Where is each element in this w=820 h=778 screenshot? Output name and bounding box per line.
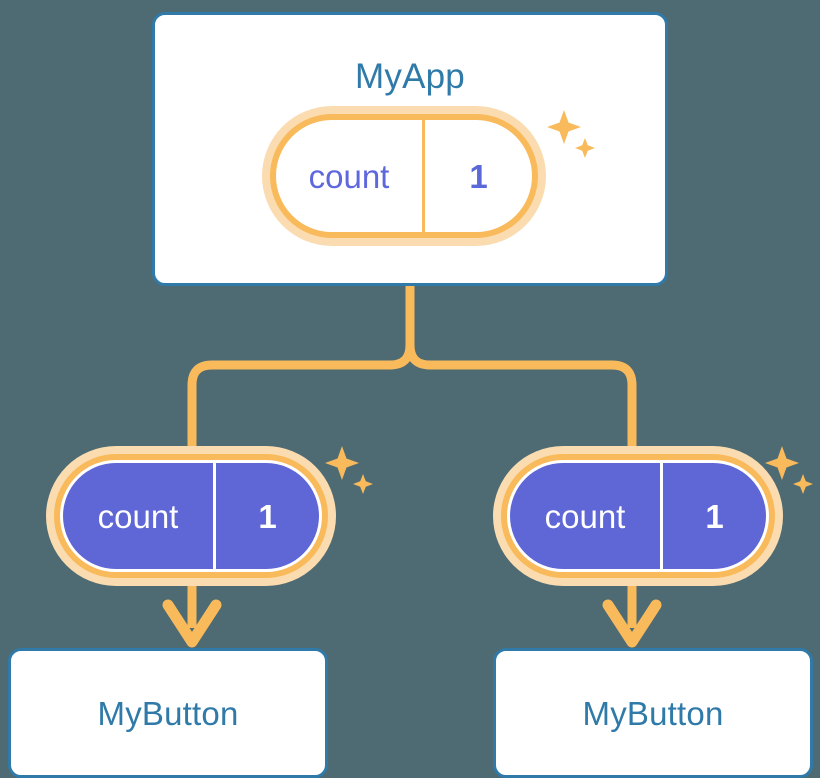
signal-pill-body[interactable]: count 1 <box>54 454 328 578</box>
arrow-down-icon-left <box>162 599 222 648</box>
signal-name: count <box>276 120 425 232</box>
component-title-mybutton: MyButton <box>582 694 724 732</box>
sparkle-small-icon <box>353 474 373 494</box>
signal-value: 1 <box>469 157 488 195</box>
component-card-mybutton-left[interactable]: MyButton <box>8 648 328 778</box>
branch-connector-right <box>405 281 637 457</box>
signal-pill-body[interactable]: count 1 <box>270 114 538 238</box>
branch-connector-left <box>187 281 415 457</box>
arrow-down-icon-right <box>602 599 662 648</box>
signal-value: 1 <box>258 497 277 535</box>
sparkle-small-icon <box>793 474 813 494</box>
signal-pill-inner: count 1 <box>510 463 766 569</box>
signal-value: 1 <box>705 497 724 535</box>
component-title-myapp: MyApp <box>355 57 465 96</box>
component-card-mybutton-right[interactable]: MyButton <box>493 648 813 778</box>
signal-pill-body[interactable]: count 1 <box>501 454 775 578</box>
sparkle-icon <box>325 446 359 480</box>
signal-pill-inner: count 1 <box>63 463 319 569</box>
signal-name: count <box>510 463 663 569</box>
component-title-mybutton: MyButton <box>97 694 239 732</box>
signal-name: count <box>63 463 216 569</box>
